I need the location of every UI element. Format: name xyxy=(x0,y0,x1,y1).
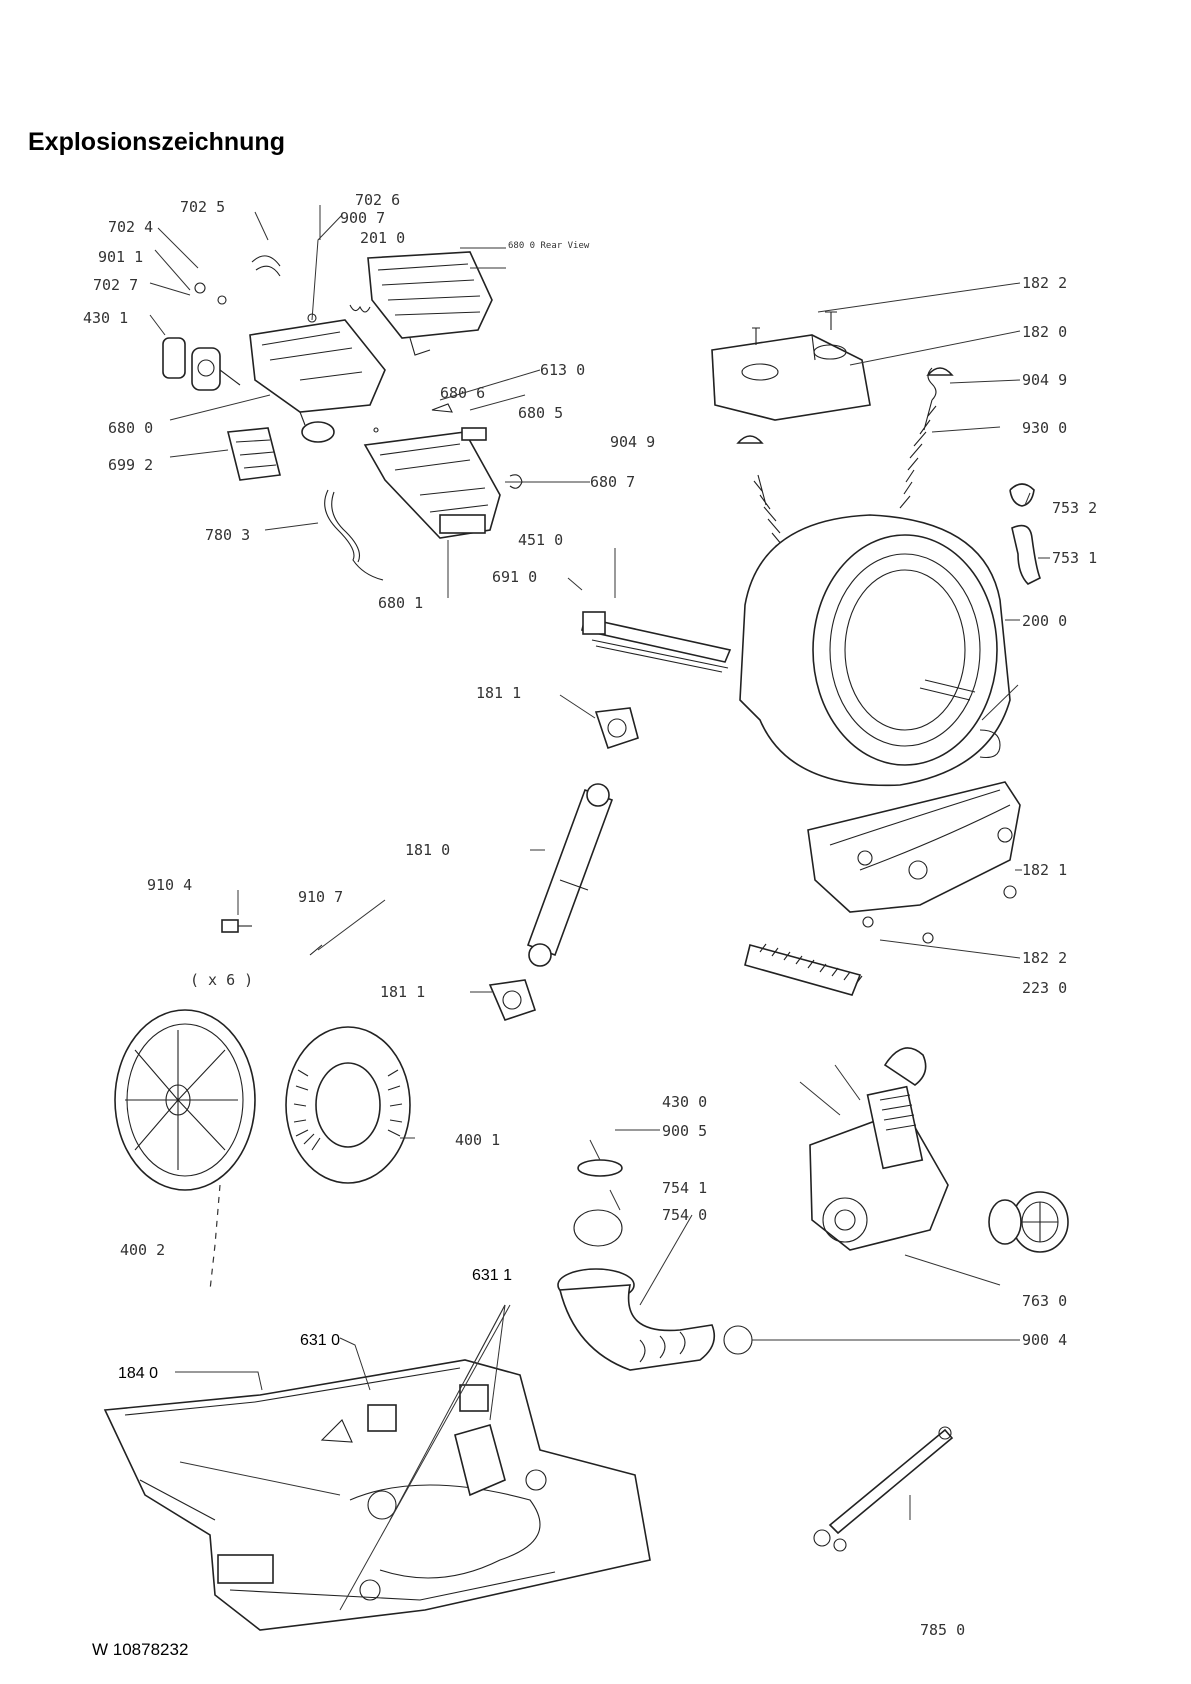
tub-assembly xyxy=(739,514,1011,787)
callout-702-7: 702 7 xyxy=(93,276,138,294)
callout-680-0: 680 0 xyxy=(108,419,153,437)
callout-631-1: 631 1 xyxy=(472,1267,512,1284)
callout-901-1: 901 1 xyxy=(98,248,143,266)
callout-702-5: 702 5 xyxy=(180,198,225,216)
callout-900-5: 900 5 xyxy=(662,1122,707,1140)
damper-brackets xyxy=(488,707,639,1021)
callout-763-0: 763 0 xyxy=(1022,1292,1067,1310)
callout-613-0: 613 0 xyxy=(540,361,585,379)
dispenser-housing xyxy=(249,319,386,443)
callout-910-4: 910 4 xyxy=(147,876,192,894)
callout-680-5: 680 5 xyxy=(518,404,563,422)
drain-hose-sump xyxy=(557,1268,716,1371)
heater-element xyxy=(581,611,732,673)
callout-184-0: 184 0 xyxy=(118,1365,158,1382)
callout-754-0: 754 0 xyxy=(662,1206,707,1224)
callout-900-4: 900 4 xyxy=(1022,1331,1067,1349)
callout-699-2: 699 2 xyxy=(108,456,153,474)
document-number: W 10878232 xyxy=(92,1640,189,1659)
shock-absorber xyxy=(526,783,614,967)
callout-x6: ( x 6 ) xyxy=(190,971,253,989)
counterweight-top xyxy=(711,334,871,421)
page-title: Explosionszeichnung xyxy=(28,128,285,156)
screws-bracket xyxy=(862,885,1017,944)
pump-filter xyxy=(988,1191,1069,1253)
callout-201-0: 201 0 xyxy=(360,229,405,247)
spring-hooks xyxy=(736,367,954,444)
callout-181-0: 181 0 xyxy=(405,841,450,859)
callout-904-9-left: 904 9 xyxy=(610,433,655,451)
callout-451-0: 451 0 xyxy=(518,531,563,549)
pcb-module xyxy=(226,427,281,481)
hoses-small xyxy=(194,255,371,323)
callout-200-0: 200 0 xyxy=(1022,612,1067,630)
callout-785-0: 785 0 xyxy=(920,1621,965,1639)
callout-702-4: 702 4 xyxy=(108,218,153,236)
leader-lines xyxy=(149,205,1050,1611)
callout-753-1: 753 1 xyxy=(1052,549,1097,567)
label-plate xyxy=(744,943,863,996)
callout-631-0: 631 0 xyxy=(300,1332,340,1349)
callout-680-6: 680 6 xyxy=(440,384,485,402)
callout-753-2: 753 2 xyxy=(1052,499,1097,517)
counterweight-screws xyxy=(752,311,837,345)
base-frame xyxy=(103,1359,651,1631)
wire-harness xyxy=(324,489,384,581)
pressure-sensor-hose xyxy=(1009,483,1042,585)
callout-930-0: 930 0 xyxy=(1022,419,1067,437)
callout-182-2-top: 182 2 xyxy=(1022,274,1067,292)
motor-stator xyxy=(285,1026,411,1184)
callout-904-9-right: 904 9 xyxy=(1022,371,1067,389)
rear-bracket xyxy=(807,781,1021,913)
callout-400-1: 400 1 xyxy=(455,1131,500,1149)
callout-181-1-top: 181 1 xyxy=(476,684,521,702)
callout-labels: 702 5 702 6 702 4 900 7 901 1 201 0 680 … xyxy=(83,191,1097,1639)
callout-702-6: 702 6 xyxy=(355,191,400,209)
callout-910-7: 910 7 xyxy=(298,888,343,906)
callout-680-0-rear-view: 680 0 Rear View xyxy=(508,241,590,251)
callout-182-0: 182 0 xyxy=(1022,323,1067,341)
callout-691-0: 691 0 xyxy=(492,568,537,586)
screw-single xyxy=(221,919,323,956)
detergent-drawer xyxy=(363,431,501,539)
callout-400-2: 400 2 xyxy=(120,1241,165,1259)
callout-182-1: 182 1 xyxy=(1022,861,1067,879)
inlet-hose xyxy=(813,1426,954,1552)
callout-680-1: 680 1 xyxy=(378,594,423,612)
callout-430-1: 430 1 xyxy=(83,309,128,327)
callout-223-0: 223 0 xyxy=(1022,979,1067,997)
callout-754-1: 754 1 xyxy=(662,1179,707,1197)
callout-680-7: 680 7 xyxy=(590,473,635,491)
callout-181-1-bottom: 181 1 xyxy=(380,983,425,1001)
callout-900-7: 900 7 xyxy=(340,209,385,227)
drive-pulley xyxy=(114,1009,256,1191)
callout-430-0: 430 0 xyxy=(662,1093,707,1111)
callout-780-3: 780 3 xyxy=(205,526,250,544)
dispenser-top-cover xyxy=(367,251,493,356)
callout-182-2-bottom: 182 2 xyxy=(1022,949,1067,967)
drain-pump xyxy=(809,1047,949,1251)
inlet-valve xyxy=(162,337,241,391)
